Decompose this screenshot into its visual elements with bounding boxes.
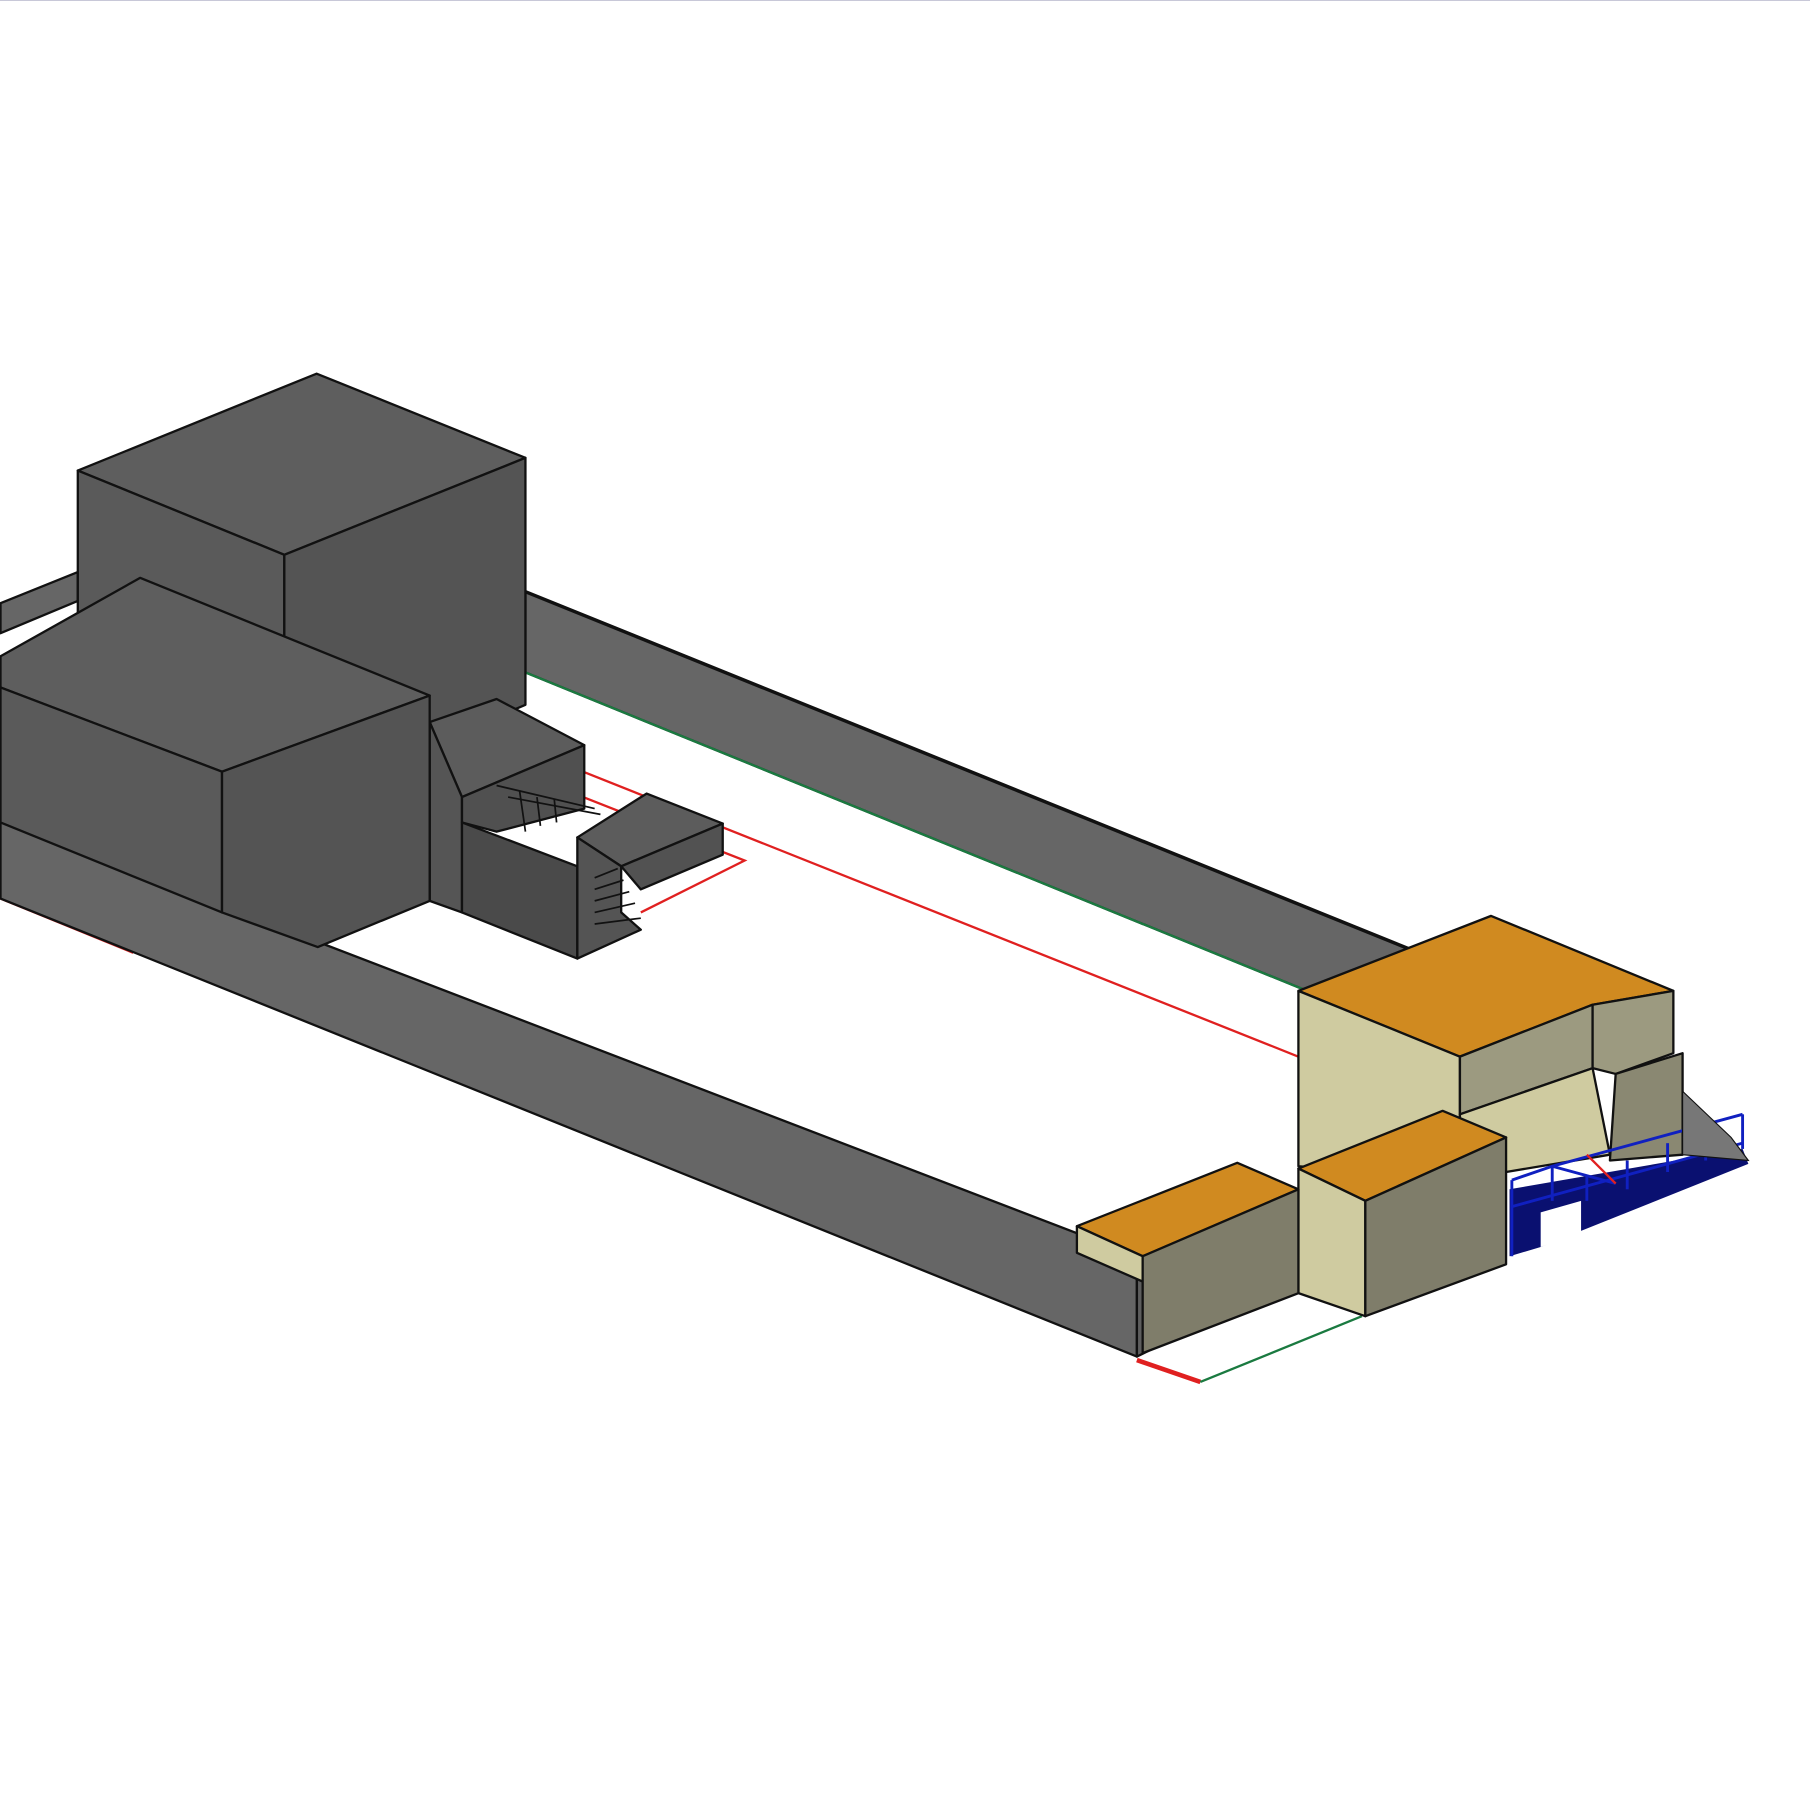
tan-block-middle <box>1297 1109 1508 1318</box>
green-axis-line <box>1199 1315 1363 1384</box>
red-axis-line <box>1136 1357 1202 1385</box>
stair-steps <box>496 784 641 925</box>
blue-railing <box>1509 1089 1750 1257</box>
stair-block <box>428 697 724 960</box>
back-wall <box>524 590 1412 991</box>
tall-block-front <box>0 576 431 949</box>
green-axis-line <box>524 671 1305 991</box>
tan-block-small <box>1075 1161 1300 1355</box>
